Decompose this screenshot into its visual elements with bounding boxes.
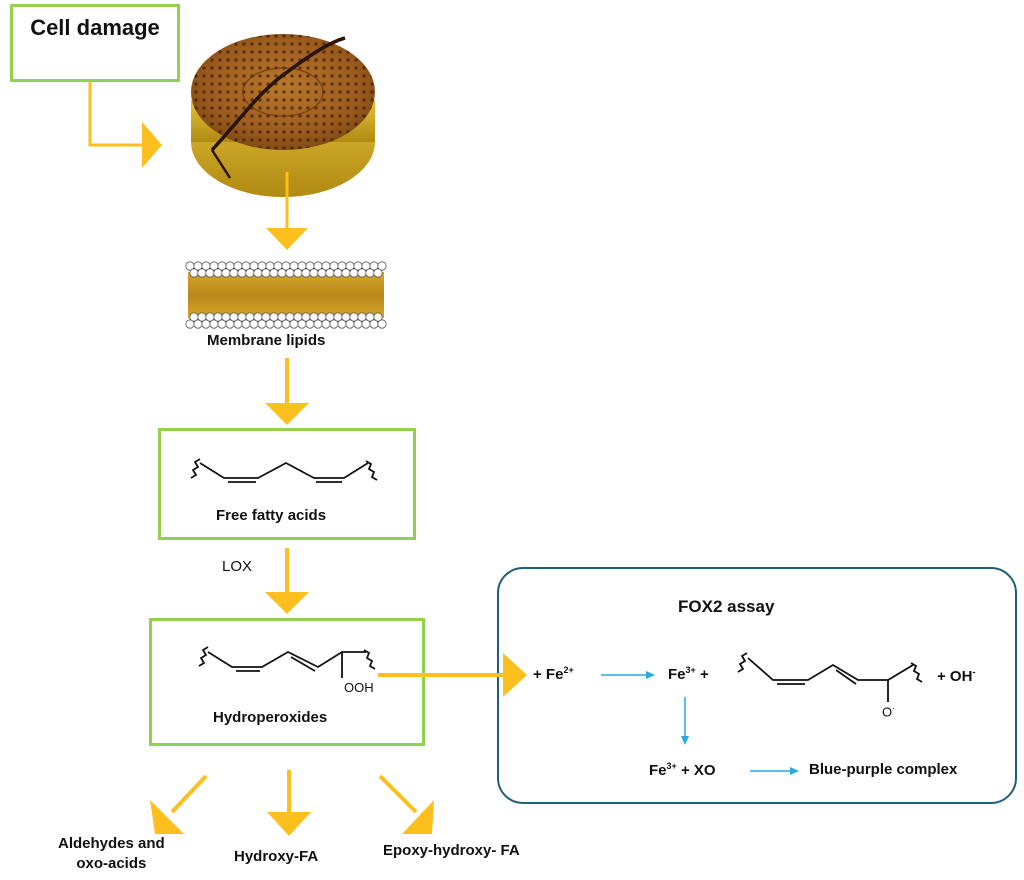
fox2-title: FOX2 assay [678, 597, 775, 616]
lipid-head [237, 312, 247, 322]
lipid-head [197, 312, 207, 322]
hydroperoxide-structure [198, 646, 376, 678]
reaction-arrows [601, 671, 799, 775]
membrane-bilayer [185, 261, 387, 329]
lipid-head [269, 268, 279, 278]
ooh-label: OOH [344, 680, 374, 695]
arrow-cell-to-membrane-head [266, 228, 308, 250]
lipid-head [349, 312, 359, 322]
lipid-head [253, 312, 263, 322]
arrow-fe3-down-head [681, 736, 689, 745]
lipid-head [285, 312, 295, 322]
lipid-head [357, 312, 367, 322]
lipid-head [205, 268, 215, 278]
lipid-head [341, 312, 351, 322]
lipid-head [373, 268, 383, 278]
lipid-head [377, 261, 387, 271]
lipid-head [237, 268, 247, 278]
arrow-hydroperoxides-to-fox2-head [503, 653, 527, 697]
lipid-head [357, 268, 367, 278]
lipid-head [301, 268, 311, 278]
lipid-head [245, 312, 255, 322]
fox2-assay-box [497, 567, 1017, 804]
lipid-head [373, 312, 383, 322]
hydroxy-fa-label: Hydroxy-FA [234, 848, 319, 865]
lipid-head [205, 312, 215, 322]
arrow-xo-to-complex-head [790, 767, 799, 775]
lipid-head [277, 268, 287, 278]
lipid-head [301, 312, 311, 322]
arrow-to-hydroxy-fa-head [267, 812, 311, 836]
lipid-head [229, 268, 239, 278]
free-fatty-acid-structure [190, 458, 378, 483]
fe3-xo-label: Fe3+ + XO [649, 761, 716, 779]
free-fatty-acids-label: Free fatty acids [216, 507, 327, 524]
plus-fe2-label: + Fe2+ [533, 665, 574, 683]
cell-damage-label: Cell damage [30, 15, 160, 40]
lipid-head [293, 268, 303, 278]
plus-oh-label: + OH- [937, 667, 976, 685]
lipid-head [285, 268, 295, 278]
blue-purple-complex-label: Blue-purple complex [809, 761, 958, 778]
lipid-head [221, 312, 231, 322]
arrow-fe2-to-fe3-head [646, 671, 655, 679]
free-fatty-acids-box [158, 428, 416, 540]
lipid-head [261, 312, 271, 322]
membrane-lipids-label: Membrane lipids [207, 332, 326, 349]
lipid-head [325, 268, 335, 278]
lipid-head [189, 268, 199, 278]
lipid-head [341, 268, 351, 278]
lipid-head [189, 312, 199, 322]
arrow-to-aldehydes-head [150, 800, 184, 834]
lipid-head [221, 268, 231, 278]
lipid-head [253, 268, 263, 278]
lipid-head [317, 312, 327, 322]
lipid-head [197, 268, 207, 278]
arrow-ffa-to-hydroperoxides-head [265, 592, 309, 614]
lipid-head [377, 319, 387, 329]
lipid-head [309, 312, 319, 322]
arrow-cell-damage-to-cell [88, 82, 145, 147]
arrow-to-epoxy-hydroxy-fa-head [402, 800, 434, 834]
arrow-cell-damage-to-cell-head [142, 122, 162, 168]
cell-damage-box [10, 4, 180, 82]
lipid-head [261, 268, 271, 278]
arrow-to-epoxy-hydroxy-fa [378, 774, 418, 814]
lipid-head [213, 268, 223, 278]
lipid-head [245, 268, 255, 278]
lipid-head [269, 312, 279, 322]
lox-label: LOX [222, 558, 253, 575]
lipid-head [229, 312, 239, 322]
lipid-head [365, 312, 375, 322]
lipid-head [333, 312, 343, 322]
lipid-head [349, 268, 359, 278]
lipid-head [325, 312, 335, 322]
o-radical-label: O· [882, 703, 896, 720]
lipid-head [365, 268, 375, 278]
lipid-head [309, 268, 319, 278]
lipid-head [333, 268, 343, 278]
hydroperoxides-box [149, 618, 425, 746]
lipid-head [293, 312, 303, 322]
epoxy-hydroxy-fa-label: Epoxy-hydroxy- FA [383, 842, 520, 859]
cell-illustration [191, 34, 375, 197]
alkoxyl-structure [737, 652, 923, 702]
flow-arrows [88, 82, 527, 836]
fe3-label: Fe3+ + [668, 665, 709, 683]
lipid-head [213, 312, 223, 322]
lipid-head [317, 268, 327, 278]
arrow-membrane-to-ffa-head [265, 403, 309, 425]
arrow-to-aldehydes [170, 774, 208, 814]
hydroperoxides-label: Hydroperoxides [213, 709, 328, 726]
lipid-head [277, 312, 287, 322]
